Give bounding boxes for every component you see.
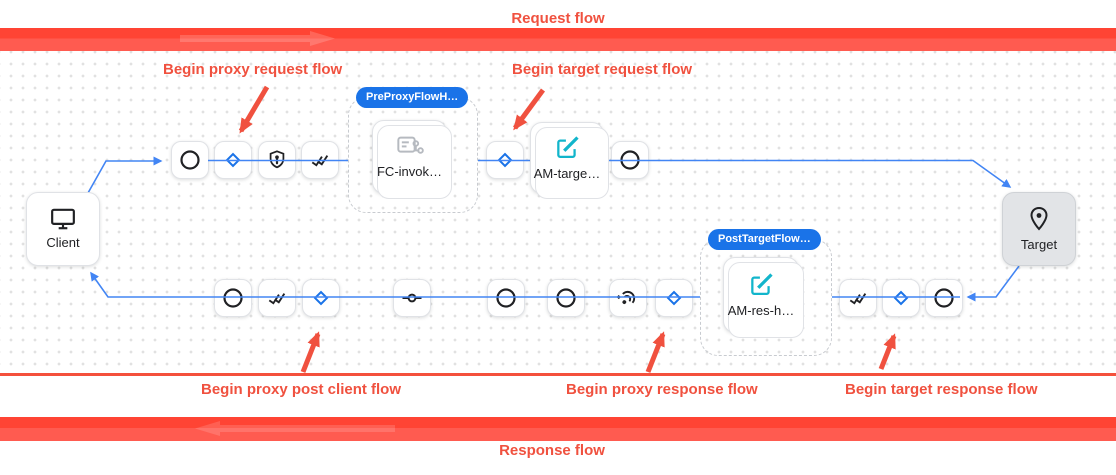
circle-icon — [556, 288, 576, 308]
flow-callout-icon — [396, 136, 424, 154]
response-node-circle[interactable] — [487, 279, 525, 317]
request-flow-arrow-icon — [180, 31, 335, 46]
policy-am-response[interactable]: AM-res-h… — [723, 257, 804, 338]
commit-icon — [402, 293, 422, 303]
diamond-icon — [666, 290, 682, 306]
client-label: Client — [46, 235, 80, 250]
response-node-circle[interactable] — [925, 279, 963, 317]
response-node-post-client-start[interactable] — [302, 279, 340, 317]
circle-icon — [620, 150, 640, 170]
request-node-circle[interactable] — [171, 141, 209, 179]
diamond-icon — [497, 152, 513, 168]
edit-icon — [751, 273, 773, 296]
request-node-proxy-flow-start[interactable] — [214, 141, 252, 179]
monitor-icon — [51, 208, 75, 230]
response-node-step[interactable] — [393, 279, 431, 317]
location-pin-icon — [1030, 206, 1048, 231]
diamond-icon — [313, 290, 329, 306]
response-node-proxy-response-start[interactable] — [655, 279, 693, 317]
signal-waves-icon — [616, 290, 636, 304]
flow-canvas[interactable] — [0, 51, 1116, 373]
annotation-target-request: Begin target request flow — [512, 61, 693, 78]
annotation-proxy-request: Begin proxy request flow — [163, 61, 343, 78]
request-node-circle[interactable] — [611, 141, 649, 179]
request-flow-bar — [0, 28, 1116, 51]
circle-icon — [180, 150, 200, 170]
double-check-icon — [311, 155, 329, 167]
policy-fc-invoke[interactable]: FC-invok… — [372, 120, 452, 199]
policy-am-target[interactable]: AM-targe… — [530, 122, 609, 199]
response-node-monitor[interactable] — [609, 279, 647, 317]
shield-icon — [269, 150, 285, 169]
policy-label: AM-res-h… — [727, 303, 795, 318]
request-node-target-flow-start[interactable] — [486, 141, 524, 179]
client-node[interactable]: Client — [26, 192, 100, 266]
circle-icon — [496, 288, 516, 308]
request-node-verify[interactable] — [301, 141, 339, 179]
response-flow-arrow-icon — [195, 421, 395, 436]
request-node-security[interactable] — [258, 141, 296, 179]
response-node-target-response-start[interactable] — [882, 279, 920, 317]
response-flow-bar — [0, 417, 1116, 441]
response-flow-title: Response flow — [499, 442, 605, 459]
double-check-icon — [268, 293, 286, 305]
diamond-icon — [225, 152, 241, 168]
diamond-icon — [893, 290, 909, 306]
circle-icon — [223, 288, 243, 308]
response-node-circle[interactable] — [214, 279, 252, 317]
annotation-target-response: Begin target response flow — [845, 381, 1038, 398]
target-label: Target — [1020, 237, 1058, 252]
policy-label: AM-targe… — [533, 166, 601, 181]
response-node-verify[interactable] — [839, 279, 877, 317]
canvas-bottom-line — [0, 373, 1116, 376]
double-check-icon — [849, 293, 867, 305]
target-node[interactable]: Target — [1002, 192, 1076, 266]
annotation-post-client: Begin proxy post client flow — [201, 381, 402, 398]
request-flow-title: Request flow — [511, 10, 605, 27]
policy-label: FC-invok… — [376, 164, 442, 179]
posttarget-flow-badge[interactable]: PostTargetFlow… — [708, 229, 821, 250]
circle-icon — [934, 288, 954, 308]
edit-icon — [557, 136, 579, 159]
response-node-verify[interactable] — [258, 279, 296, 317]
annotation-proxy-response: Begin proxy response flow — [566, 381, 758, 398]
preproxy-flow-badge[interactable]: PreProxyFlowH… — [356, 87, 469, 108]
response-node-circle[interactable] — [547, 279, 585, 317]
